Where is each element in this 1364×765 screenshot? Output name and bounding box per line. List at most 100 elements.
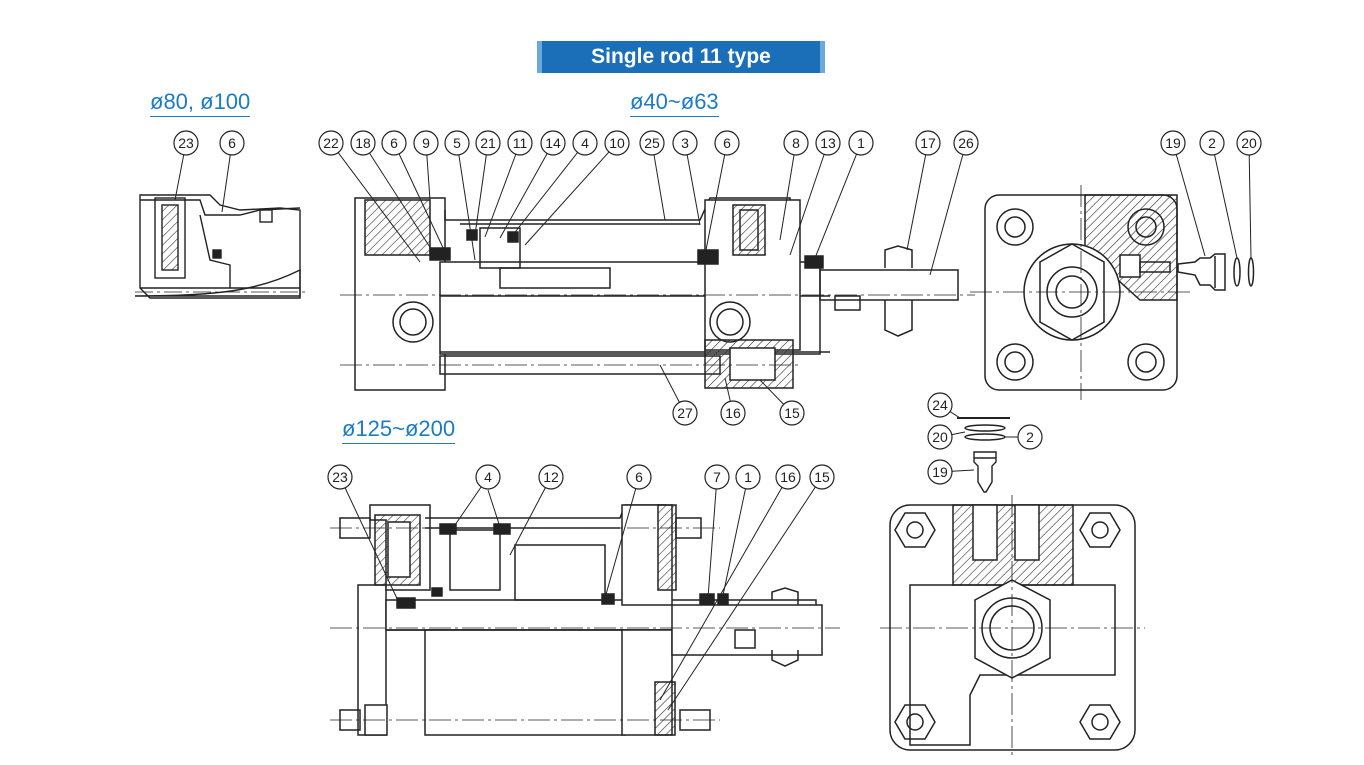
callout-label: 16 bbox=[780, 469, 796, 485]
callout-15: 15 bbox=[779, 400, 805, 426]
leader-line bbox=[951, 431, 966, 436]
callout-label: 22 bbox=[323, 135, 339, 151]
callout-8: 8 bbox=[783, 130, 809, 156]
callout-10: 10 bbox=[604, 130, 630, 156]
view-40-63-end-view bbox=[970, 185, 1255, 400]
callout-label: 15 bbox=[814, 469, 830, 485]
leader-line bbox=[721, 488, 747, 601]
leader-line bbox=[704, 154, 726, 256]
callout-23: 23 bbox=[173, 130, 199, 156]
callout-4: 4 bbox=[572, 130, 598, 156]
callout-4: 4 bbox=[475, 464, 501, 490]
callout-label: 4 bbox=[484, 469, 492, 485]
leader-line bbox=[474, 154, 487, 236]
callout-25: 25 bbox=[639, 130, 665, 156]
callout-label: 20 bbox=[1241, 135, 1257, 151]
callout-label: 1 bbox=[744, 469, 752, 485]
page-title: Single rod 11 type bbox=[537, 41, 825, 73]
callout-26: 26 bbox=[953, 130, 979, 156]
callout-6: 6 bbox=[714, 130, 740, 156]
callout-label: 23 bbox=[178, 135, 194, 151]
callout-label: 10 bbox=[609, 135, 625, 151]
leader-line bbox=[949, 411, 961, 419]
leader-line bbox=[458, 154, 476, 261]
callout-16: 16 bbox=[775, 464, 801, 490]
leader-line bbox=[511, 152, 578, 237]
leader-line bbox=[667, 486, 816, 711]
leader-line bbox=[707, 488, 717, 599]
view-125-200-side-section bbox=[330, 504, 840, 736]
callout-label: 12 bbox=[543, 469, 559, 485]
callout-19: 19 bbox=[1160, 130, 1186, 156]
callout-2: 2 bbox=[1017, 424, 1043, 450]
leader-line bbox=[1175, 154, 1206, 257]
callout-label: 3 bbox=[681, 135, 689, 151]
leader-line bbox=[499, 153, 548, 239]
callout-24: 24 bbox=[927, 392, 953, 418]
callout-label: 25 bbox=[644, 135, 660, 151]
callout-label: 23 bbox=[332, 469, 348, 485]
leader-line bbox=[487, 489, 501, 528]
size-label-125-200: ø125~ø200 bbox=[342, 417, 456, 444]
callout-label: 18 bbox=[355, 135, 371, 151]
size-label-40-63: ø40~ø63 bbox=[630, 90, 719, 117]
callout-20: 20 bbox=[1236, 130, 1262, 156]
callout-1: 1 bbox=[848, 130, 874, 156]
callout-6: 6 bbox=[381, 130, 407, 156]
callout-27: 27 bbox=[672, 400, 698, 426]
callout-19: 19 bbox=[927, 459, 953, 485]
leader-line bbox=[337, 152, 421, 263]
callout-label: 6 bbox=[635, 469, 643, 485]
callout-label: 19 bbox=[1165, 135, 1181, 151]
callout-1: 1 bbox=[735, 464, 761, 490]
callout-12: 12 bbox=[538, 464, 564, 490]
callout-label: 24 bbox=[932, 397, 948, 413]
callout-label: 26 bbox=[958, 135, 974, 151]
callout-label: 14 bbox=[545, 135, 561, 151]
callout-label: 2 bbox=[1208, 135, 1216, 151]
callout-13: 13 bbox=[815, 130, 841, 156]
callout-23: 23 bbox=[327, 464, 353, 490]
callout-label: 4 bbox=[581, 135, 589, 151]
callout-label: 6 bbox=[228, 135, 236, 151]
size-label-80-100: ø80, ø100 bbox=[150, 90, 251, 117]
leader-line bbox=[1248, 154, 1252, 259]
callout-14: 14 bbox=[540, 130, 566, 156]
callout-label: 1 bbox=[857, 135, 865, 151]
leader-lines bbox=[174, 151, 1252, 711]
callout-20: 20 bbox=[927, 424, 953, 450]
callout-5: 5 bbox=[444, 130, 470, 156]
leader-line bbox=[454, 486, 482, 526]
leader-line bbox=[686, 154, 701, 226]
callout-label: 7 bbox=[713, 469, 721, 485]
callout-16: 16 bbox=[720, 400, 746, 426]
callout-label: 11 bbox=[513, 135, 528, 151]
leader-line bbox=[906, 154, 927, 251]
callout-21: 21 bbox=[475, 130, 501, 156]
leader-line bbox=[221, 154, 231, 213]
callout-label: 15 bbox=[784, 405, 800, 421]
callout-17: 17 bbox=[915, 130, 941, 156]
callout-22: 22 bbox=[318, 130, 344, 156]
leader-line bbox=[779, 154, 795, 241]
callout-6: 6 bbox=[219, 130, 245, 156]
leader-line bbox=[814, 153, 858, 259]
callout-label: 6 bbox=[390, 135, 398, 151]
callout-label: 19 bbox=[932, 464, 948, 480]
leader-line bbox=[951, 469, 975, 472]
callout-label: 13 bbox=[820, 135, 836, 151]
view-40-63-side-section bbox=[340, 197, 975, 391]
callout-label: 17 bbox=[920, 135, 936, 151]
callout-label: 21 bbox=[480, 135, 496, 151]
callout-11: 11 bbox=[507, 130, 533, 156]
leader-line bbox=[426, 154, 431, 201]
callout-label: 5 bbox=[453, 135, 461, 151]
leader-line bbox=[398, 153, 446, 253]
callout-6: 6 bbox=[626, 464, 652, 490]
leader-line bbox=[1214, 154, 1238, 259]
leader-line bbox=[929, 154, 964, 276]
callout-label: 9 bbox=[422, 135, 430, 151]
